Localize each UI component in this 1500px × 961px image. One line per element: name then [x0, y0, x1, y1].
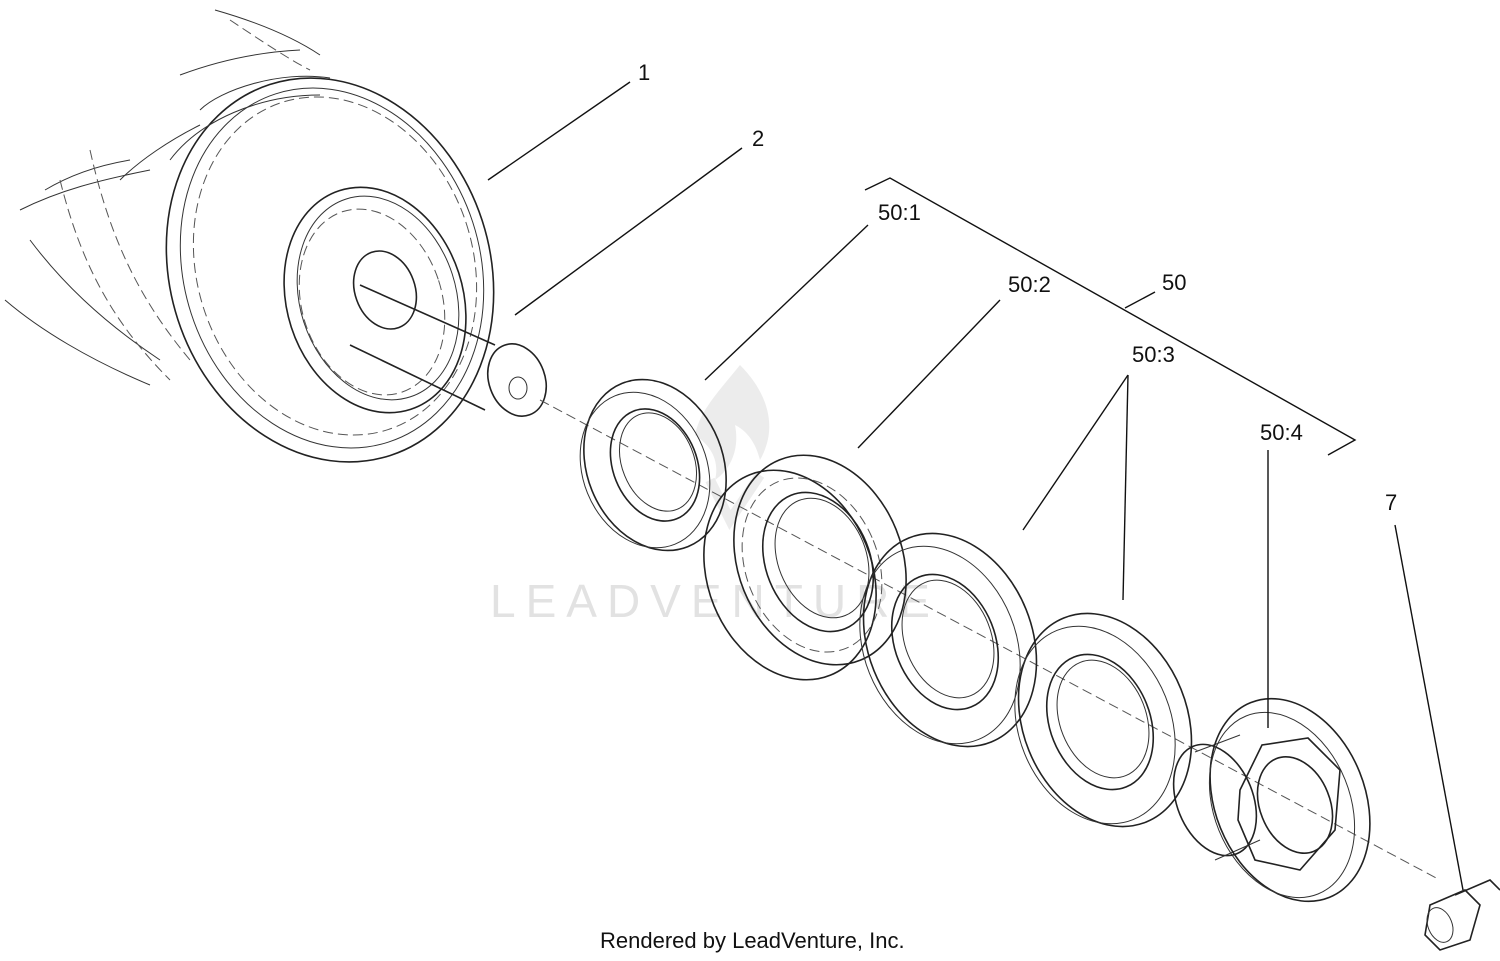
grease-fitting-7	[1424, 879, 1500, 951]
callout-1: 1	[638, 60, 650, 85]
callout-labels: 1 2 50:1 50:2 50 50:3 50:4 7	[638, 60, 1397, 515]
roller-body	[4, 9, 495, 463]
callout-50-4: 50:4	[1260, 420, 1303, 445]
watermark-text: LEADVENTURE	[490, 575, 940, 627]
callout-2: 2	[752, 126, 764, 151]
leader-lines	[487, 81, 1464, 891]
watermark-logo-icon	[695, 365, 770, 530]
seal-50-3-b	[1014, 612, 1193, 828]
footer-credit: Rendered by LeadVenture, Inc.	[600, 928, 905, 953]
watermark: LEADVENTURE	[490, 365, 940, 627]
flange-nut-50-4	[1172, 697, 1371, 903]
callout-50-2: 50:2	[1008, 272, 1051, 297]
callout-50-1: 50:1	[878, 200, 921, 225]
axle-shaft	[349, 250, 547, 417]
center-axis	[539, 399, 1441, 881]
callout-7: 7	[1385, 490, 1397, 515]
seal-50-3-a	[859, 532, 1038, 748]
bearing-50-2	[703, 454, 907, 681]
callout-50-3: 50:3	[1132, 342, 1175, 367]
seal-50-1	[579, 378, 727, 552]
callout-50: 50	[1162, 270, 1186, 295]
